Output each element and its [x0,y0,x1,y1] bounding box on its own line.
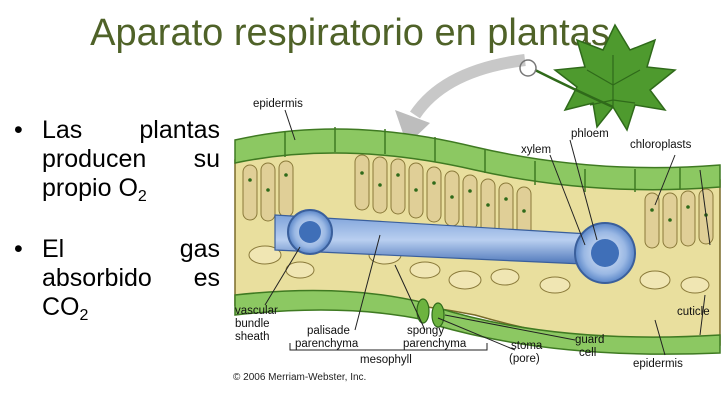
label-chloroplasts: chloroplasts [630,139,692,151]
guard-cell [431,302,445,328]
bullet-line: producen su [42,145,220,174]
label-vascular-bundle-sheath: bundle [235,318,270,330]
leaf-cross-section-diagram: epidermis phloem xylem chloroplasts cuti… [233,23,721,383]
slide-title: Aparato respiratorio en plantas [90,12,610,54]
label-palisade-parenchyma: palisade [307,325,350,337]
bullet-symbol: • [14,116,23,144]
bullet-item-1: • Las plantas producen su propio O2 [14,116,220,211]
label-stoma: stoma [511,340,543,352]
bullet-word: su [193,145,220,173]
bullet-word: plantas [139,116,220,144]
label-mesophyll: mesophyll [360,354,412,366]
label-cuticle: cuticle [677,306,710,318]
guard-cell [416,298,430,324]
bullet-word: El [42,235,65,263]
bullet-line: Las plantas [42,116,220,145]
subscript: 2 [137,188,147,205]
vascular-bundle [574,222,636,284]
maple-leaf-icon [519,23,677,132]
bullet-word: CO [42,293,80,321]
bullet-word: absorbido [42,264,152,292]
bullet-item-2: • El gas absorbido es CO2 [14,235,220,330]
bullet-list: • Las plantas producen su propio O2 • El… [14,116,220,354]
leaf-tissue [234,127,721,355]
label-spongy-parenchyma: parenchyma [403,338,467,350]
label-spongy-parenchyma: spongy [407,325,444,337]
bullet-word: producen [42,145,147,173]
bullet-line: CO2 [42,293,220,330]
bullet-line: absorbido es [42,264,220,293]
copyright-text: © 2006 Merriam-Webster, Inc. [233,372,366,383]
bullet-word: gas [179,235,220,263]
zoom-arrow [410,54,526,119]
label-vascular-bundle-sheath: vascular [235,305,278,317]
label-guard-cell: cell [579,347,596,359]
label-phloem: phloem [571,128,609,140]
bullet-symbol: • [14,235,23,263]
label-palisade-parenchyma: parenchyma [295,338,359,350]
label-stoma: (pore) [509,353,540,365]
bullet-line: propio O2 [42,174,220,211]
label-vascular-bundle-sheath: sheath [235,331,270,343]
label-epidermis-top: epidermis [253,98,303,110]
zoom-arrow-head [395,110,430,145]
subscript: 2 [79,307,89,324]
label-guard-cell: guard [575,334,604,346]
bullet-line: El gas [42,235,220,264]
bullet-word: propio O [42,174,138,202]
vascular-bundle [287,209,333,255]
label-epidermis-bottom: epidermis [633,358,683,370]
label-xylem: xylem [521,144,551,156]
bullet-word: es [193,264,220,292]
bullet-word: Las [42,116,83,144]
